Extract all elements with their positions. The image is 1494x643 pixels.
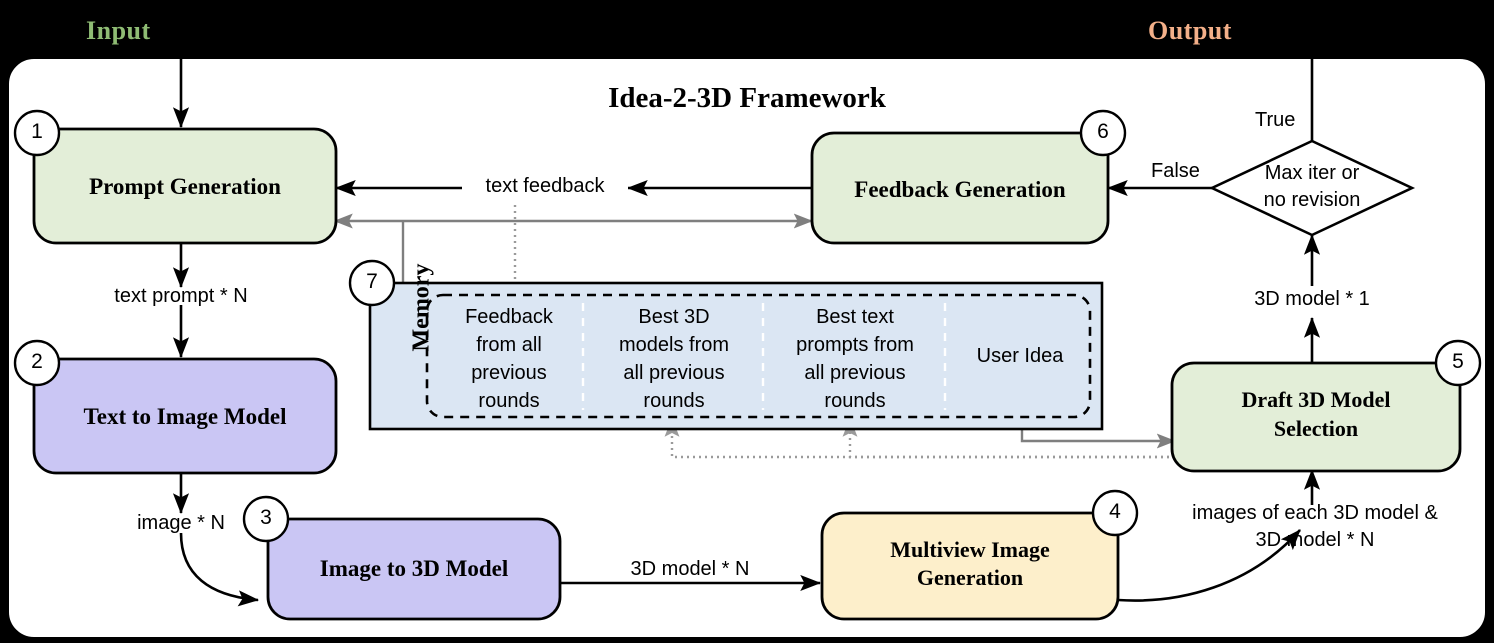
badge-4-circle <box>1091 489 1139 537</box>
edge-multiview-to-draft-curve <box>1117 529 1301 602</box>
memory-cell-2-line-3: all previous <box>623 362 725 384</box>
memory-cell-3-line-4: rounds <box>824 390 886 412</box>
memory-cell-1-line-4: rounds <box>478 390 540 412</box>
max-iter-decision-shape <box>1208 139 1416 237</box>
badge-2-circle <box>13 339 61 387</box>
edge-dotted-to-prompts-cell <box>842 417 1175 459</box>
memory-cell-1-line-1: Feedback <box>465 306 553 328</box>
draft-selection-label-line2: Selection <box>1273 416 1359 441</box>
multiview-box[interactable] <box>820 511 1120 621</box>
image-to-3d-label: Image to 3D Model <box>319 556 509 581</box>
multiview-label-line1: Multiview Image <box>890 537 1050 562</box>
memory-cell-1-line-3: previous <box>471 362 547 384</box>
text-to-image-label: Text to Image Model <box>83 404 287 429</box>
multiview-label-line2: Generation <box>916 565 1024 590</box>
badge-5-circle <box>1434 339 1482 387</box>
memory-panel <box>368 281 1104 431</box>
edge-label-images-of-each-1: images of each 3D model & <box>1192 502 1438 524</box>
text-to-image-box[interactable] <box>32 357 338 475</box>
edge-label-image-n: image * N <box>137 512 225 534</box>
decision-true-label: True <box>1255 109 1296 131</box>
decision-false-label: False <box>1151 160 1200 182</box>
badge-5: 5 <box>1452 350 1464 373</box>
badge-2: 2 <box>31 350 43 373</box>
memory-cell-2-line-4: rounds <box>643 390 705 412</box>
edge-label-text-prompt-n: text prompt * N <box>114 285 248 307</box>
output-label: Output <box>1148 16 1232 45</box>
image-to-3d-box[interactable] <box>266 517 562 621</box>
badge-6: 6 <box>1097 120 1109 143</box>
memory-cell-3-line-3: all previous <box>804 362 906 384</box>
decision-label-line2: no revision <box>1263 189 1361 211</box>
memory-cell-2-line-2: models from <box>618 334 730 356</box>
memory-cell-3-line-2: prompts from <box>796 334 914 356</box>
badge-3-circle <box>242 495 290 543</box>
prompt-generation-box[interactable] <box>32 127 338 245</box>
edge-label-3d-model-n: 3D model * N <box>600 558 780 581</box>
badge-7-circle <box>348 259 396 307</box>
badge-7: 7 <box>366 270 378 293</box>
memory-cell-2-line-1: Best 3D <box>638 306 710 328</box>
draft-selection-label-line1: Draft 3D Model <box>1241 387 1391 412</box>
memory-cell-1-line-2: from all <box>476 334 542 356</box>
edge-label-3d-model-1: 3D model * 1 <box>1212 288 1412 311</box>
memory-cell-3-line-1: Best text <box>816 306 894 328</box>
memory-label: Memory <box>408 263 435 352</box>
memory-cell-4-line-1: User Idea <box>976 345 1064 367</box>
decision-label-line1: Max iter or <box>1264 162 1360 184</box>
badge-6-circle <box>1079 109 1127 157</box>
badge-1: 1 <box>31 120 43 143</box>
prompt-generation-label: Prompt Generation <box>89 174 281 199</box>
badge-3: 3 <box>260 506 272 529</box>
badge-4: 4 <box>1109 500 1121 523</box>
feedback-generation-label: Feedback Generation <box>854 177 1066 202</box>
page-title: Idea-2-3D Framework <box>608 82 886 114</box>
draft-selection-box[interactable] <box>1170 361 1462 473</box>
edge-label-text-feedback: text feedback <box>462 175 628 198</box>
badge-1-circle <box>13 109 61 157</box>
input-label: Input <box>86 16 151 45</box>
edge-imageN-to-img2threed <box>179 532 260 607</box>
edge-label-images-of-each-2: 3D model * N <box>1255 529 1375 551</box>
feedback-generation-box[interactable] <box>810 131 1110 245</box>
